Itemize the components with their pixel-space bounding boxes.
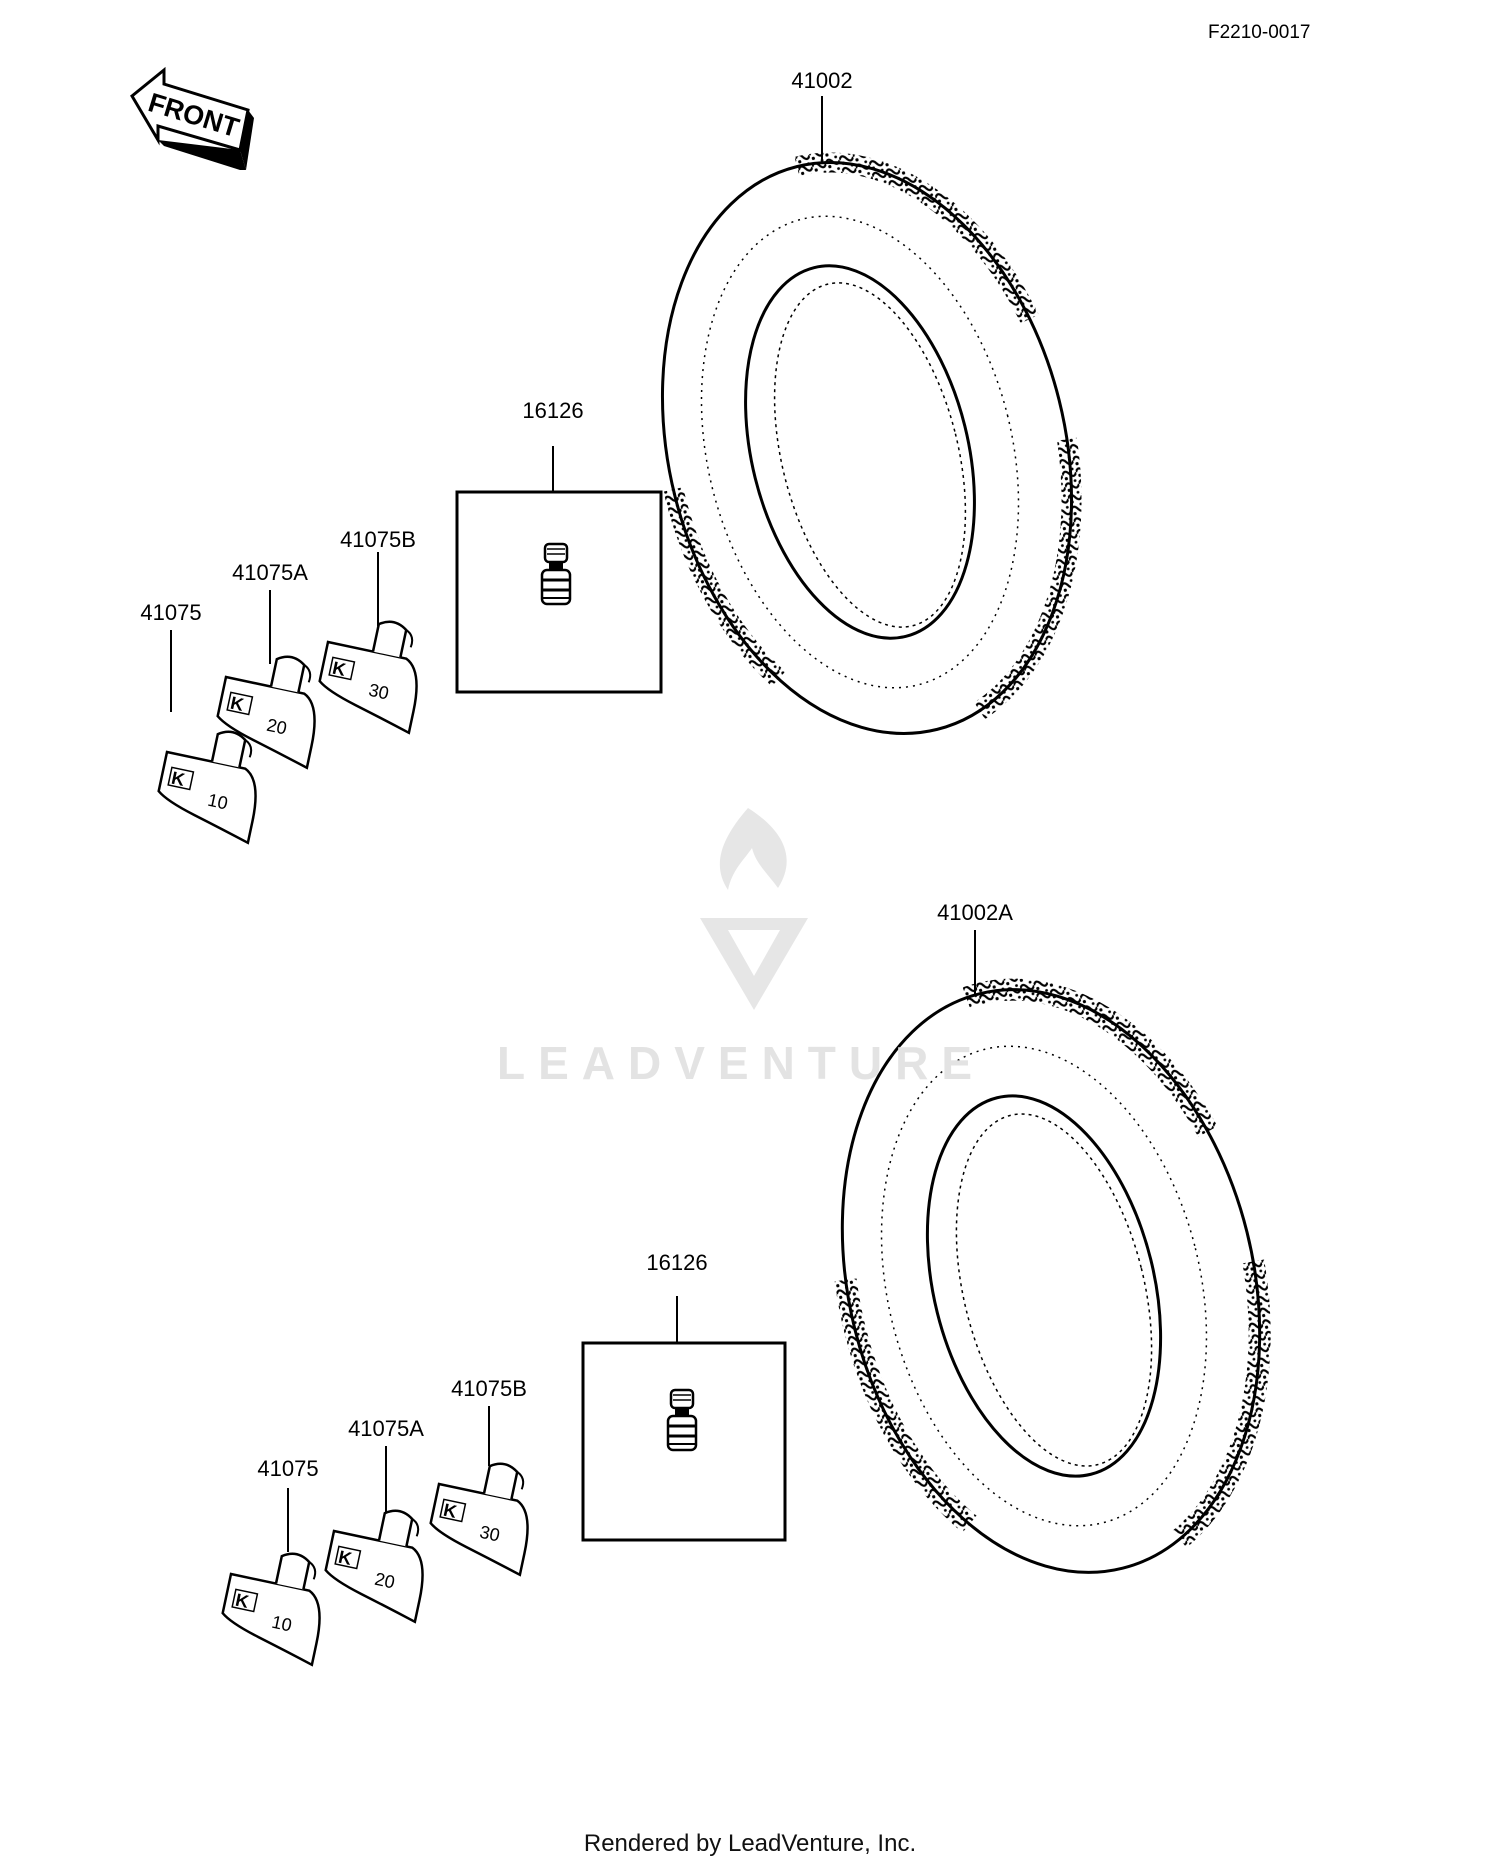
label-upper-tire[interactable]: 41002 bbox=[791, 68, 853, 93]
lower-weight-20-mark: 20 bbox=[373, 1569, 397, 1593]
label-upper-weight-41075A[interactable]: 41075A bbox=[232, 560, 308, 585]
lower-tire bbox=[831, 978, 1271, 1584]
label-lower-tire[interactable]: 41002A bbox=[937, 900, 1013, 925]
upper-weight-20-mark: 20 bbox=[265, 715, 289, 739]
label-lower-weight-41075B[interactable]: 41075B bbox=[451, 1376, 527, 1401]
upper-valve-icon bbox=[540, 542, 572, 606]
lower-weight-30-logo: K bbox=[442, 1500, 459, 1522]
watermark-logo bbox=[700, 808, 808, 1010]
lower-weight-30-mark: 30 bbox=[478, 1522, 502, 1546]
diagram-code: F2210-0017 bbox=[1208, 22, 1311, 43]
upper-weight-20-logo: K bbox=[229, 693, 246, 715]
upper-weight-30-mark: 30 bbox=[367, 680, 391, 704]
label-lower-weight-41075A[interactable]: 41075A bbox=[348, 1416, 424, 1441]
lower-weight-10: K 10 bbox=[221, 1552, 321, 1667]
lower-weight-10-mark: 10 bbox=[270, 1612, 294, 1636]
label-upper-valve[interactable]: 16126 bbox=[522, 398, 584, 423]
label-upper-weight-41075B[interactable]: 41075B bbox=[340, 527, 416, 552]
upper-weight-10-mark: 10 bbox=[206, 790, 230, 814]
lower-weight-30: K 30 bbox=[429, 1462, 529, 1577]
upper-tire bbox=[652, 152, 1082, 744]
upper-weight-30: K 30 bbox=[318, 620, 418, 735]
lower-valve-box bbox=[581, 1296, 787, 1542]
upper-weight-30-logo: K bbox=[331, 658, 348, 680]
footer-credit: Rendered by LeadVenture, Inc. bbox=[583, 1830, 917, 1857]
label-lower-valve[interactable]: 16126 bbox=[646, 1250, 708, 1275]
upper-valve-box bbox=[455, 446, 663, 694]
lower-valve-icon bbox=[666, 1388, 698, 1452]
watermark-text: LEADVENTURE bbox=[497, 1037, 986, 1089]
lower-weight-20-logo: K bbox=[337, 1547, 354, 1569]
front-arrow: FRONT bbox=[130, 66, 254, 170]
label-upper-weight-41075[interactable]: 41075 bbox=[140, 600, 202, 625]
upper-weight-10-logo: K bbox=[170, 768, 187, 790]
upper-weight-20: K 20 bbox=[216, 655, 316, 770]
label-lower-weight-41075[interactable]: 41075 bbox=[257, 1456, 319, 1481]
lower-weight-20: K 20 bbox=[324, 1509, 424, 1624]
upper-weight-10: K 10 bbox=[157, 730, 257, 845]
lower-weight-10-logo: K bbox=[234, 1590, 251, 1612]
